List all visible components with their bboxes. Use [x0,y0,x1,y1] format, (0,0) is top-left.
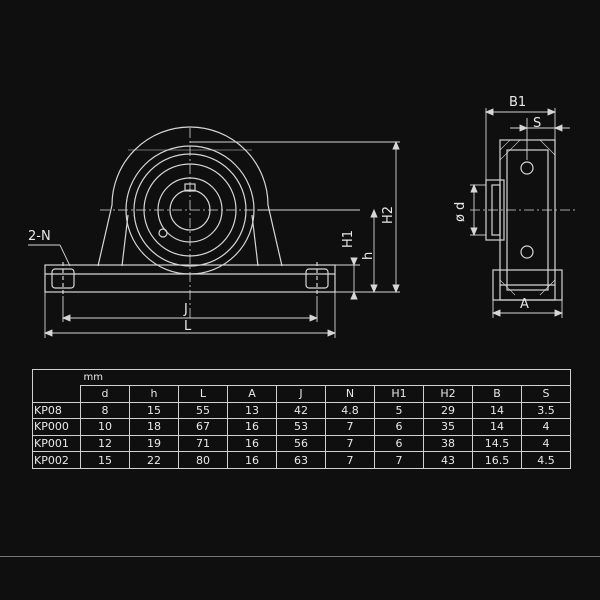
value-cell: 16 [227,451,277,469]
value-cell: 4 [520,418,572,436]
model-cell: KP000 [32,418,81,436]
value-cell: 35 [423,418,473,436]
value-cell: 80 [178,451,228,469]
model-cell: KP08 [32,401,81,420]
value-cell: 14 [472,401,522,420]
side-view [470,139,575,301]
label-a: A [520,297,529,312]
col-header: A [227,385,277,403]
value-cell: 7 [325,451,375,469]
col-header: H1 [374,385,424,403]
table-row: KP002 15 22 80 16 63 7 7 43 16.5 4.5 [32,451,572,469]
front-view [44,126,336,320]
col-header: N [325,385,375,403]
value-cell: 14.5 [472,434,522,453]
label-h2: H2 [381,205,396,224]
value-cell: 7 [325,418,375,436]
value-cell: 16.5 [472,451,522,469]
label-b1: B1 [509,95,527,110]
col-header: h [129,385,179,403]
value-cell: 42 [276,401,326,420]
value-cell: 7 [374,451,424,469]
label-2-n: 2-N [28,229,51,244]
value-cell: 56 [276,434,326,453]
unit-label: mm [80,369,572,386]
unit-row: mm [32,369,572,403]
model-cell: KP001 [32,434,81,453]
side-dimensions [470,108,570,318]
spec-table: mm d h L A J N H1 H2 B S KP08 8 15 55 13… [32,369,572,469]
value-cell: 55 [178,401,228,420]
value-cell: 67 [178,418,228,436]
value-cell: 15 [129,401,179,420]
label-l: L [184,319,192,334]
value-cell: 53 [276,418,326,436]
value-cell: 29 [423,401,473,420]
value-cell: 6 [374,418,424,436]
table-row: KP000 10 18 67 16 53 7 6 35 14 4 [32,418,572,436]
value-cell: 71 [178,434,228,453]
header-corner [32,369,81,403]
col-header: J [276,385,326,403]
col-header: S [520,385,572,403]
col-header: L [178,385,228,403]
value-cell: 3.5 [520,401,572,420]
value-cell: 4 [520,434,572,453]
value-cell: 38 [423,434,473,453]
value-cell: 6 [374,434,424,453]
value-cell: 8 [80,401,130,420]
label-j: J [184,302,188,317]
value-cell: 19 [129,434,179,453]
front-dimensions [28,140,400,338]
col-header: d [80,385,130,403]
value-cell: 15 [80,451,130,469]
value-cell: 16 [227,418,277,436]
side-housing [499,139,556,301]
value-cell: 18 [129,418,179,436]
label-h: h [361,251,376,260]
model-cell: KP002 [32,451,81,469]
value-cell: 16 [227,434,277,453]
table-row: KP001 12 19 71 16 56 7 6 38 14.5 4 [32,434,572,453]
col-header: H2 [423,385,473,403]
value-cell: 4.8 [325,401,375,420]
value-cell: 4.5 [520,451,572,469]
label-h1: H1 [341,229,356,248]
value-cell: 10 [80,418,130,436]
col-header: B [472,385,522,403]
value-cell: 43 [423,451,473,469]
bottom-divider [0,556,600,557]
value-cell: 22 [129,451,179,469]
value-cell: 13 [227,401,277,420]
value-cell: 14 [472,418,522,436]
header-row: d h L A J N H1 H2 B S [33,385,572,403]
value-cell: 7 [325,434,375,453]
value-cell: 63 [276,451,326,469]
value-cell: 5 [374,401,424,420]
housing-outline [97,126,283,267]
table-row: KP08 8 15 55 13 42 4.8 5 29 14 3.5 [32,401,572,420]
value-cell: 12 [80,434,130,453]
label-phi: ø [453,214,468,222]
label-d: d [453,201,468,210]
label-s: S [533,116,542,131]
